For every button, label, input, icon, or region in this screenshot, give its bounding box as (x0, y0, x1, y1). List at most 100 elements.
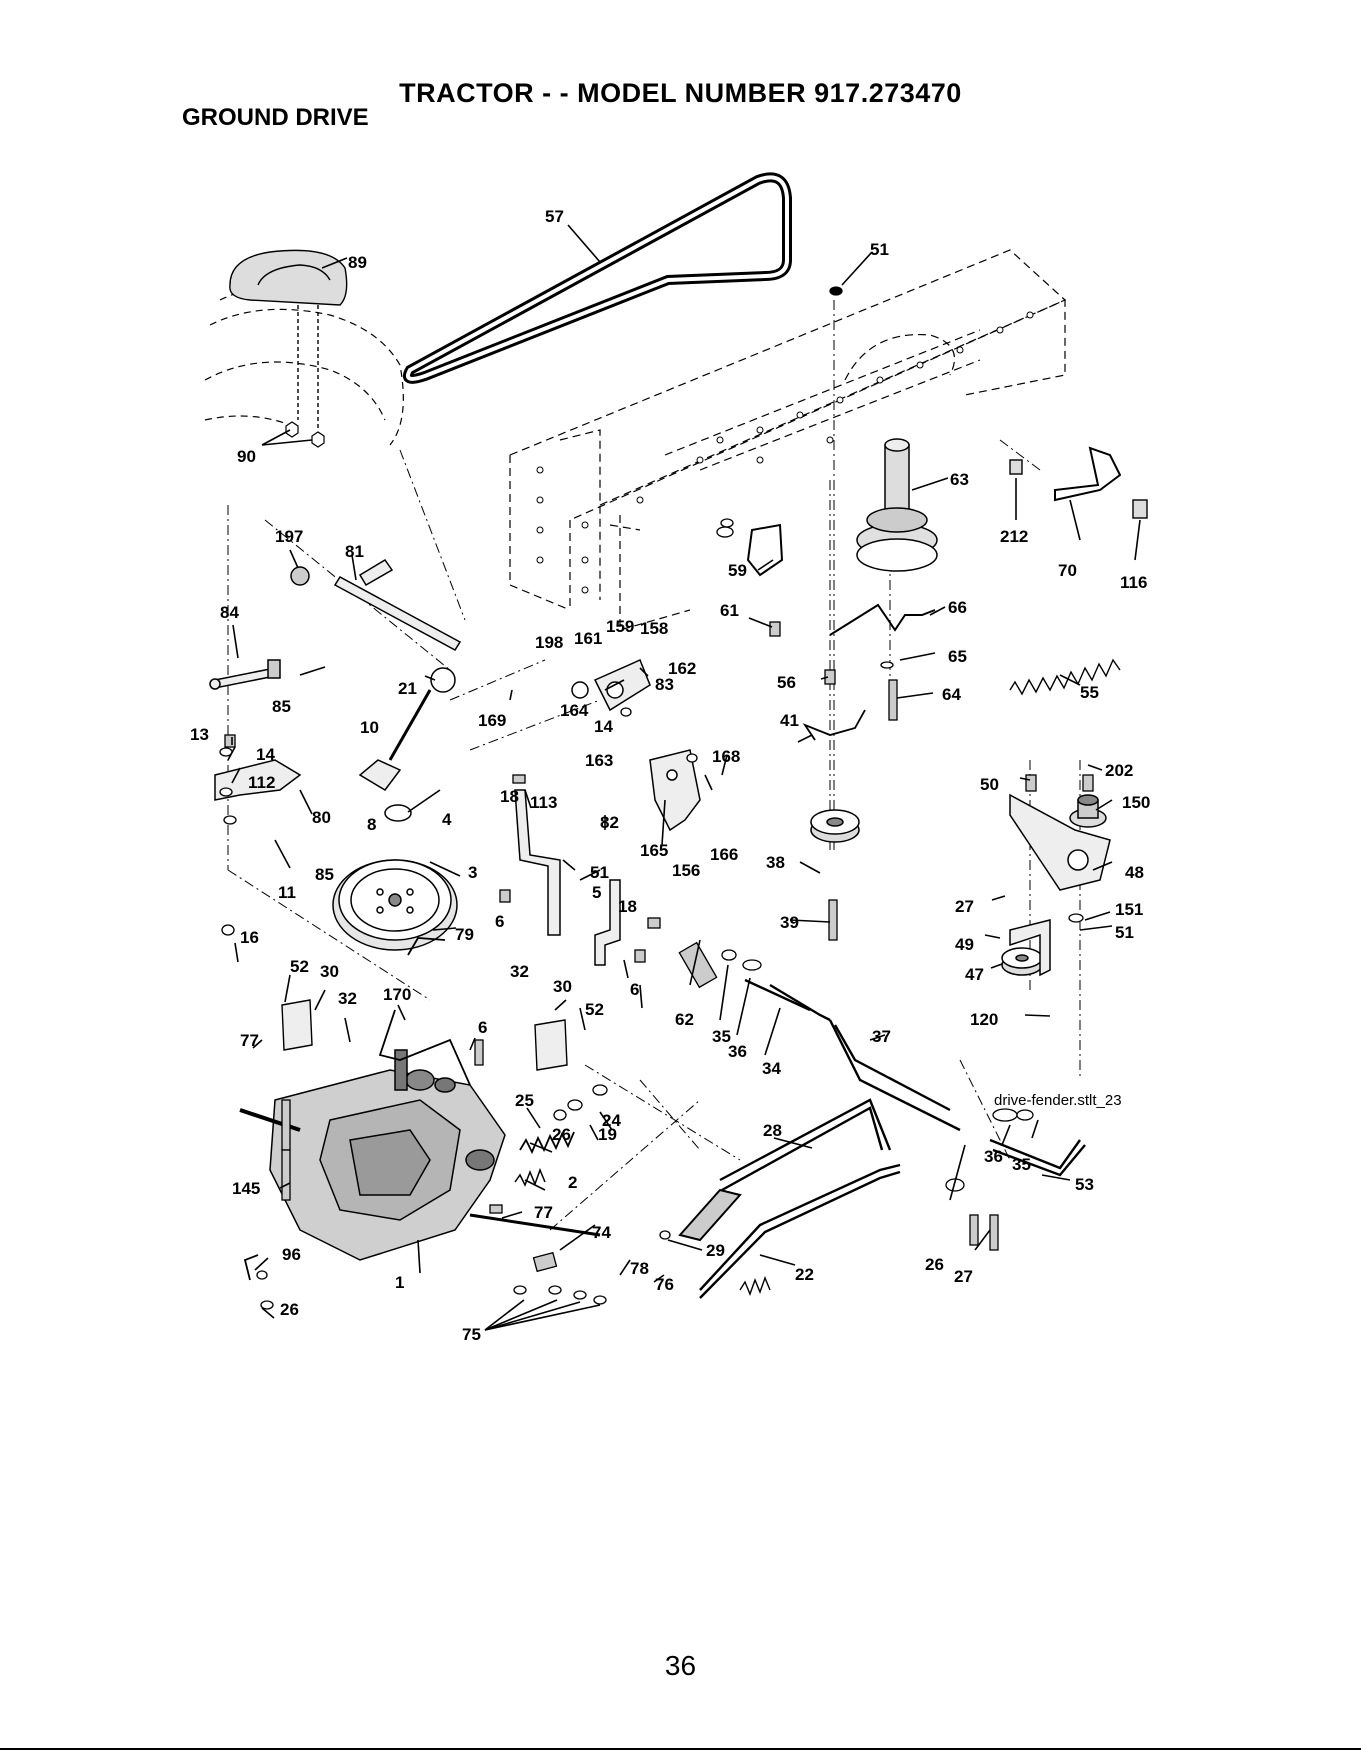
spring-25 (519, 1131, 575, 1155)
callout-labels: 57 51 89 90 63 212 70 116 197 81 59 66 8… (190, 207, 1150, 1344)
callout-163: 163 (585, 751, 613, 770)
engine-pulley (856, 438, 938, 572)
callout-168: 168 (712, 747, 740, 766)
callout-169: 169 (478, 711, 506, 730)
callout-77b: 77 (534, 1203, 553, 1222)
callout-164: 164 (560, 701, 589, 720)
callout-84: 84 (220, 603, 239, 622)
frame-holes (536, 311, 1034, 594)
callout-90: 90 (237, 447, 256, 466)
callout-51c: 51 (1115, 923, 1134, 942)
idler-pulley-150 (1069, 794, 1107, 828)
rod-34-37 (744, 978, 961, 1132)
callout-14a: 14 (594, 717, 613, 736)
callout-145: 145 (232, 1179, 260, 1198)
callout-38: 38 (766, 853, 785, 872)
hardware-bolts (224, 621, 1094, 1273)
leader-lines (227, 224, 1141, 1331)
transaxle (239, 1049, 601, 1261)
bottom-rule (0, 1748, 1361, 1750)
callout-25: 25 (515, 1091, 534, 1110)
bracket-49 (1009, 919, 1051, 977)
callout-22: 22 (795, 1265, 814, 1284)
callout-26a: 26 (552, 1125, 571, 1144)
callout-161: 161 (574, 629, 602, 648)
seat-pan (229, 249, 348, 430)
callout-59: 59 (728, 561, 747, 580)
callout-34: 34 (762, 1059, 781, 1078)
callout-55: 55 (1080, 683, 1099, 702)
callout-79: 79 (455, 925, 474, 944)
callout-32a: 32 (338, 989, 357, 1008)
callout-162: 162 (668, 659, 696, 678)
callout-4: 4 (442, 810, 452, 829)
callout-165: 165 (640, 841, 668, 860)
callout-8: 8 (367, 815, 376, 834)
callout-112: 112 (248, 773, 275, 792)
callout-78: 78 (630, 1259, 649, 1278)
callout-21: 21 (398, 679, 417, 698)
callout-28: 28 (763, 1121, 782, 1140)
retaining-ring (384, 804, 412, 822)
bracket-5 (594, 879, 621, 966)
callout-51b: 51 (590, 863, 609, 882)
callout-62: 62 (675, 1010, 694, 1029)
callout-61: 61 (720, 601, 739, 620)
callout-24: 24 (602, 1111, 621, 1130)
callout-48: 48 (1125, 863, 1144, 882)
callout-57: 57 (545, 207, 564, 226)
callout-27b: 27 (954, 1267, 973, 1286)
callout-49: 49 (955, 935, 974, 954)
transaxle-pulley (332, 859, 458, 951)
drive-belt (403, 172, 792, 384)
spring-rod-end (739, 1276, 771, 1296)
callout-116: 116 (1120, 573, 1147, 592)
callout-6b: 6 (630, 980, 639, 999)
callout-63: 63 (950, 470, 969, 489)
rod-84 (209, 659, 281, 690)
callout-166: 166 (710, 845, 738, 864)
mounting-plates (281, 999, 568, 1071)
callout-6c: 6 (478, 1018, 487, 1037)
callout-77a: 77 (240, 1031, 259, 1050)
callout-52b: 52 (585, 1000, 604, 1019)
bracket-170 (378, 1009, 471, 1086)
callout-41: 41 (780, 711, 799, 730)
callout-82: 82 (600, 813, 619, 832)
callout-80: 80 (312, 808, 331, 827)
callout-85: 85 (272, 697, 291, 716)
callout-27a: 27 (955, 897, 974, 916)
rod-53 (989, 1138, 1086, 1177)
drawing-file-reference: drive-fender.stlt_23 (994, 1092, 1122, 1109)
bracket-70 (1054, 446, 1122, 502)
callout-50: 50 (980, 775, 999, 794)
callout-66: 66 (948, 598, 967, 617)
callout-89: 89 (348, 253, 367, 272)
callout-37: 37 (872, 1027, 891, 1046)
shaft-81 (290, 558, 462, 651)
callout-76: 76 (655, 1275, 674, 1294)
callout-158: 158 (640, 619, 668, 638)
hardware-washers (219, 286, 1084, 1310)
spring-2 (514, 1167, 546, 1187)
frame-outline (509, 249, 1067, 631)
callout-14b: 14 (256, 745, 275, 764)
callout-70: 70 (1058, 561, 1077, 580)
callout-83: 83 (655, 675, 674, 694)
callout-159: 159 (606, 617, 634, 636)
callout-32b: 32 (510, 962, 529, 981)
callout-51: 51 (870, 240, 889, 259)
bracket-163 (649, 749, 701, 832)
callout-150: 150 (1122, 793, 1150, 812)
callout-156: 156 (672, 861, 700, 880)
callout-35a: 35 (712, 1027, 731, 1046)
callout-113: 113 (530, 793, 557, 812)
callout-18b: 18 (618, 897, 637, 916)
idler-pulley-38 (810, 809, 860, 843)
callout-3: 3 (468, 863, 477, 882)
callout-11: 11 (278, 883, 296, 902)
callout-30b: 30 (553, 977, 572, 996)
callout-85b: 85 (315, 865, 334, 884)
bracket-79 (407, 937, 446, 956)
